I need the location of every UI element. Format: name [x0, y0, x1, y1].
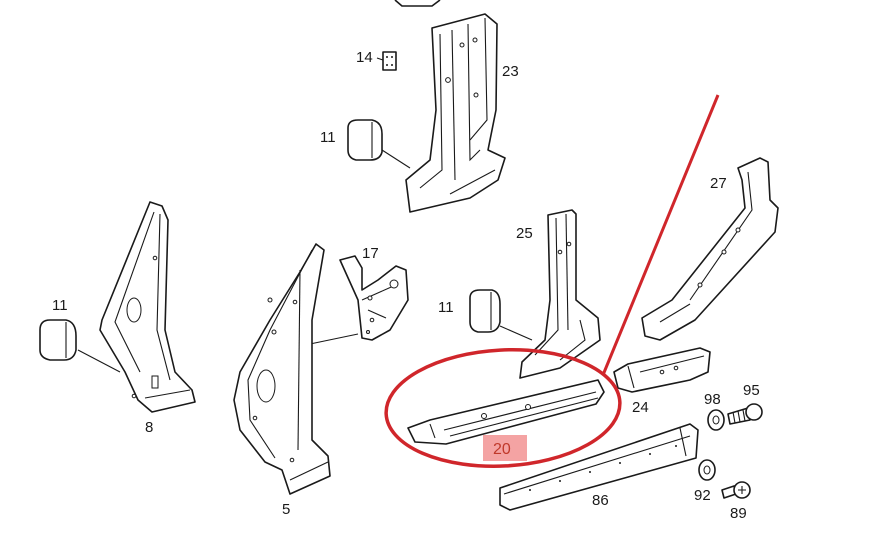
part-17-bracket[interactable] [309, 255, 409, 345]
label-8: 8 [145, 419, 153, 436]
label-14: 14 [356, 49, 373, 66]
label-11-left: 11 [52, 297, 68, 314]
label-25: 25 [516, 225, 533, 242]
highlight-label-box [483, 435, 527, 461]
part-89-screw[interactable] [721, 481, 751, 499]
part-8-a-pillar[interactable] [77, 201, 196, 413]
highlight-ring [384, 348, 622, 468]
label-23: 23 [502, 63, 519, 80]
part-92-washer[interactable] [698, 459, 716, 481]
label-20: 20 [493, 441, 511, 458]
label-5: 5 [282, 501, 290, 518]
part-20-sill[interactable] [407, 379, 605, 445]
label-95: 95 [743, 382, 760, 399]
part-27-rear-pillar[interactable] [641, 157, 779, 341]
highlight-pointer [601, 94, 720, 376]
part-5-front-pillar[interactable] [233, 243, 331, 495]
label-98: 98 [704, 391, 721, 408]
part-86-trim-strip[interactable] [499, 423, 699, 511]
label-86: 86 [592, 492, 609, 509]
label-89: 89 [730, 505, 747, 522]
part-24-sill-section[interactable] [613, 347, 711, 393]
part-11-cap-right[interactable] [469, 289, 533, 341]
part-95-screw[interactable] [727, 403, 763, 425]
top-fragment [394, 0, 441, 7]
label-11-right: 11 [438, 299, 454, 316]
label-17: 17 [362, 245, 379, 262]
part-98-washer[interactable] [707, 409, 725, 431]
part-23-upper-pillar[interactable] [405, 13, 506, 213]
part-11-cap-top[interactable] [347, 119, 411, 169]
label-24: 24 [632, 399, 649, 416]
label-92: 92 [694, 487, 711, 504]
part-14-plate[interactable] [376, 51, 397, 71]
label-11-top: 11 [320, 129, 336, 146]
label-27: 27 [710, 175, 727, 192]
part-25-b-pillar[interactable] [519, 209, 601, 379]
part-11-cap-left[interactable] [39, 319, 77, 361]
